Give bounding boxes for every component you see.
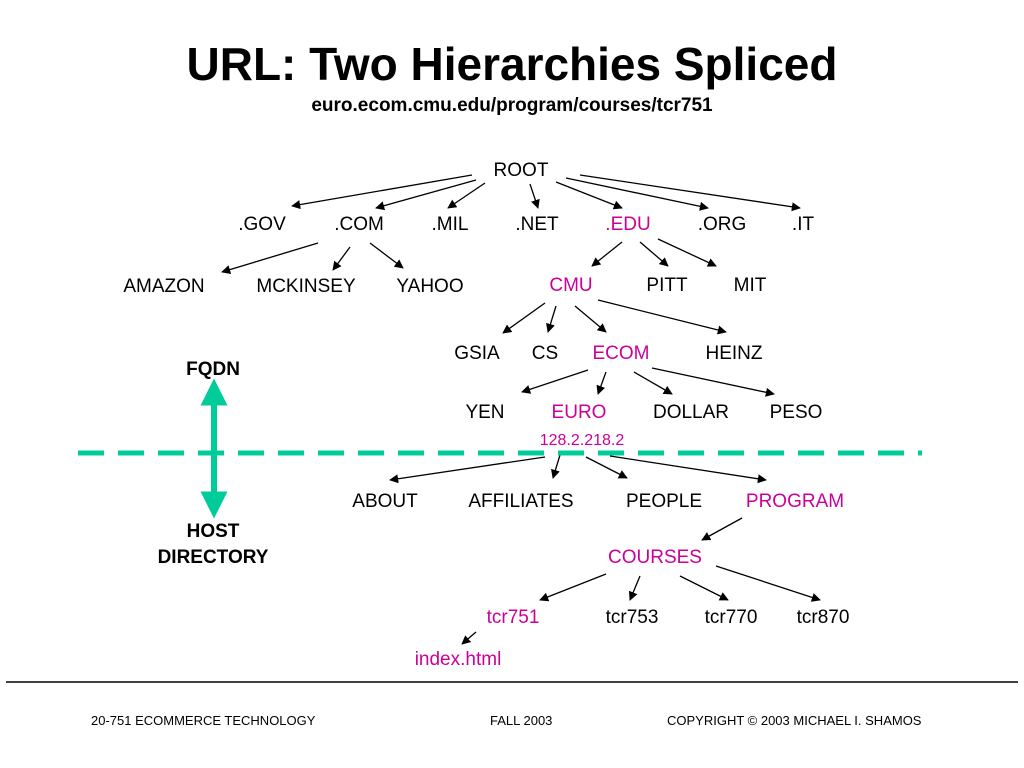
edge-com-amazon: [221, 242, 319, 274]
node-program: PROGRAM: [745, 491, 845, 512]
edge-ecom-euro: [596, 371, 607, 395]
node-mckinsey: MCKINSEY: [256, 276, 356, 297]
node-amazon: AMAZON: [123, 276, 205, 297]
node-it: .IT: [791, 214, 815, 235]
edge-ecom-dollar: [633, 371, 673, 395]
node-about: ABOUT: [352, 491, 418, 512]
edge-root-it: [579, 174, 801, 212]
edge-cmu-heinz: [597, 299, 727, 335]
footer-copyright: COPYRIGHT © 2003 MICHAEL I. SHAMOS: [667, 713, 922, 728]
node-cs: CS: [531, 343, 559, 364]
node-people: PEOPLE: [625, 491, 703, 512]
edge-root-edu: [555, 181, 623, 210]
node-mil: .MIL: [431, 214, 469, 235]
node-courses: COURSES: [608, 547, 702, 568]
node-gsia: GSIA: [454, 343, 500, 364]
edge-com-yahoo: [369, 242, 404, 269]
edge-edu-mit: [657, 238, 717, 267]
node-com: .COM: [334, 214, 384, 235]
node-affiliates: AFFILIATES: [468, 491, 574, 512]
footer-term: FALL 2003: [490, 713, 553, 728]
edge-courses-tcr770: [679, 575, 729, 601]
ip-address: 128.2.218.2: [539, 432, 625, 449]
edge-cmu-cs: [546, 305, 557, 333]
edge-edu-pitt: [639, 241, 669, 267]
slide-subtitle-url: euro.ecom.cmu.edu/program/courses/tcr751: [311, 95, 713, 116]
node-tcr751: tcr751: [486, 607, 540, 628]
node-cmu: CMU: [549, 275, 593, 296]
edge-root-mil: [447, 182, 486, 209]
node-mit: MIT: [733, 275, 767, 296]
edge-com-mckinsey: [332, 246, 351, 271]
directory-label: DIRECTORY: [157, 547, 269, 568]
edge-root-org: [565, 177, 709, 211]
node-gov: .GOV: [238, 214, 286, 235]
edge-tcr751-index: [461, 631, 477, 645]
edge-root-net: [529, 183, 540, 209]
edge-courses-tcr751: [539, 573, 607, 602]
node-net: .NET: [515, 214, 559, 235]
node-tcr753: tcr753: [605, 607, 659, 628]
fqdn-label: FQDN: [186, 359, 240, 380]
node-tcr870: tcr870: [796, 607, 850, 628]
edge-edu-cmu: [591, 241, 623, 267]
node-euro: EURO: [551, 402, 607, 423]
node-pitt: PITT: [646, 275, 688, 296]
edge-euro-affiliates: [551, 454, 561, 479]
edge-euro-people: [585, 456, 628, 479]
edge-ecom-yen: [521, 369, 589, 394]
footer-course: 20-751 ECOMMERCE TECHNOLOGY: [91, 713, 316, 728]
node-index-html: index.html: [414, 649, 502, 670]
edge-program-courses: [701, 517, 743, 541]
edge-euro-program: [609, 455, 767, 484]
node-yen: YEN: [465, 402, 505, 423]
node-yahoo: YAHOO: [396, 276, 464, 297]
edge-courses-tcr753: [628, 575, 641, 601]
node-dollar: DOLLAR: [652, 402, 730, 423]
tree-edges: [221, 174, 821, 645]
edge-cmu-ecom: [574, 305, 607, 333]
node-edu: .EDU: [605, 214, 651, 235]
node-org: .ORG: [697, 214, 747, 235]
edge-courses-tcr870: [715, 565, 821, 602]
edge-ecom-peso: [651, 367, 775, 397]
node-ecom: ECOM: [592, 343, 650, 364]
node-peso: PESO: [769, 402, 823, 423]
node-tcr770: tcr770: [704, 607, 758, 628]
edge-cmu-gsia: [502, 302, 546, 334]
edge-euro-about: [389, 456, 546, 484]
node-heinz: HEINZ: [705, 343, 763, 364]
host-label: HOST: [186, 521, 240, 542]
slide-title: URL: Two Hierarchies Spliced: [186, 38, 838, 90]
node-root: ROOT: [493, 160, 549, 181]
edge-root-gov: [291, 174, 473, 210]
edge-root-com: [375, 179, 477, 211]
